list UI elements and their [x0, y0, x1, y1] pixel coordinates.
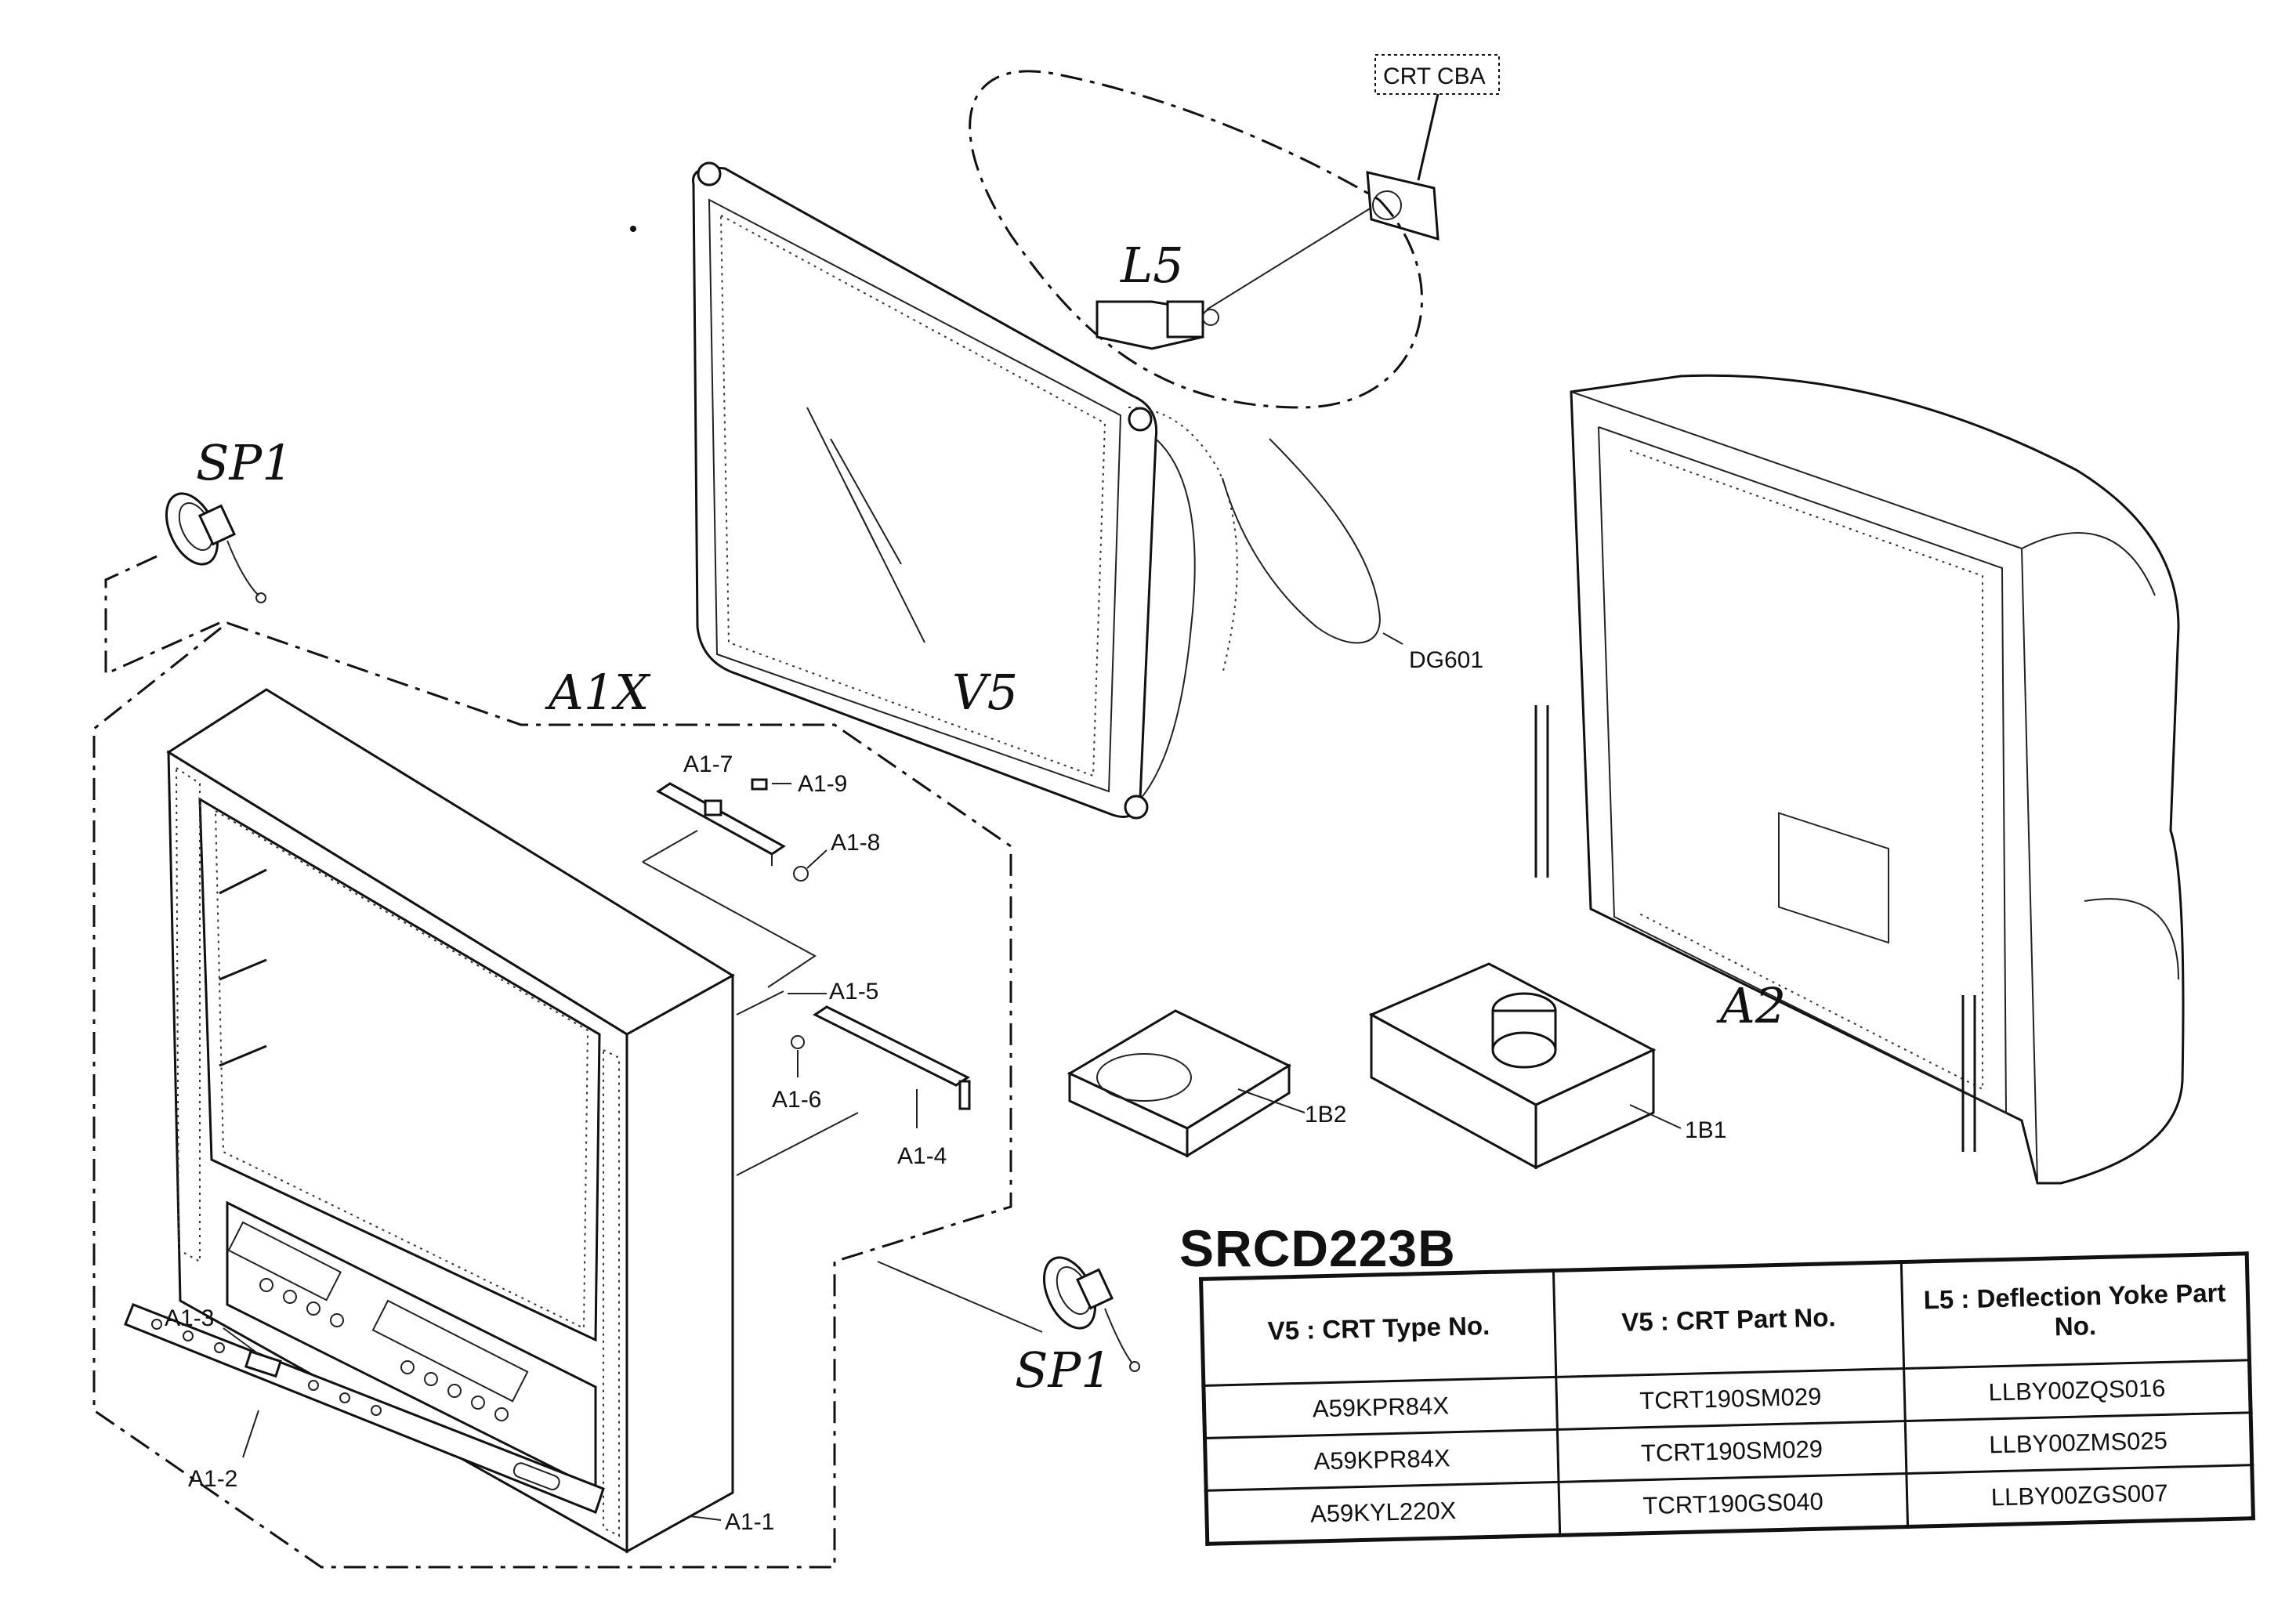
a2-label: A2 [1716, 977, 1786, 1034]
v5-label: V5 [952, 664, 1018, 721]
a1-7-label: A1-7 [683, 751, 733, 777]
a1-2-label: A1-2 [188, 1466, 237, 1492]
model-title: SRCD223B [1179, 1219, 1456, 1277]
part-number-table: V5 : CRT Type No. V5 : CRT Part No. L5 :… [1199, 1251, 2255, 1546]
a1-1-label: A1-1 [725, 1509, 774, 1535]
vcr-mechanism-1b1: 1B1 [1368, 962, 1726, 1170]
crt-cba-label: CRT CBA [1383, 63, 1486, 89]
part-a1-6: A1-6 [772, 1035, 821, 1113]
1b1-label: 1B1 [1685, 1117, 1726, 1143]
stray-dot [630, 226, 636, 232]
a1-5-label: A1-5 [829, 979, 878, 1005]
clip-a1-9: A1-9 [751, 771, 847, 797]
back-cabinet-a2: A2 [1534, 374, 2185, 1185]
a1-4-label: A1-4 [897, 1143, 947, 1169]
speaker-sp1-top: SP1 [104, 434, 293, 676]
deflection-yoke-l5: L5 [1095, 237, 1219, 350]
dvd-mechanism-1b2: 1B2 [1067, 1009, 1346, 1158]
bracket-a1-5: A1-5 [788, 979, 878, 1005]
table-cell: A59KPR84X [1203, 1377, 1557, 1439]
table-cell: LLBY00ZQS016 [1903, 1359, 2251, 1421]
front-cabinet-group-a1x: A1X [92, 621, 1012, 1569]
table-cell: TCRT190GS040 [1558, 1473, 1908, 1536]
header-crt-part: V5 : CRT Part No. [1552, 1262, 1904, 1377]
bracket-a1-4: A1-4 [813, 1005, 971, 1169]
a1-8-label: A1-8 [831, 830, 880, 856]
dg601-label: DG601 [1409, 647, 1483, 673]
speaker-sp1-bottom: SP1 [877, 1256, 1140, 1399]
header-deflection-yoke: L5 : Deflection Yoke Part No. [1901, 1253, 2250, 1369]
screw-a1-8: A1-8 [793, 830, 880, 882]
sp1-bottom-label: SP1 [1015, 1341, 1112, 1399]
a1-6-label: A1-6 [772, 1087, 821, 1113]
front-cabinet-a1-1: A1-1 [166, 688, 774, 1554]
header-crt-type: V5 : CRT Type No. [1201, 1270, 1556, 1386]
sp1-top-label: SP1 [196, 434, 293, 491]
1b2-label: 1B2 [1305, 1102, 1346, 1128]
table-cell: TCRT190SM029 [1555, 1368, 1906, 1430]
table-cell: LLBY00ZMS025 [1905, 1412, 2252, 1474]
front-panel-a1-2: A1-2 [124, 1303, 605, 1514]
crt-cba-assembly: CRT CBA [969, 54, 1500, 409]
table-cell: TCRT190SM029 [1556, 1421, 1907, 1482]
bracket-a1-7: A1-7 [656, 751, 786, 866]
control-buttons [259, 1278, 509, 1421]
degaussing-coil-dg601: DG601 [1222, 438, 1483, 673]
table-cell: A59KPR84X [1204, 1429, 1559, 1491]
table-cell: A59KYL220X [1206, 1482, 1560, 1544]
a1-9-label: A1-9 [798, 771, 847, 797]
a1-3-label: A1-3 [165, 1305, 214, 1331]
panel-part-a1-3: A1-3 [165, 1305, 282, 1378]
a1x-label: A1X [545, 664, 651, 721]
l5-label: L5 [1120, 237, 1184, 294]
crt-tube-v5: V5 [692, 161, 1238, 820]
table-cell: LLBY00ZGS007 [1907, 1464, 2254, 1527]
